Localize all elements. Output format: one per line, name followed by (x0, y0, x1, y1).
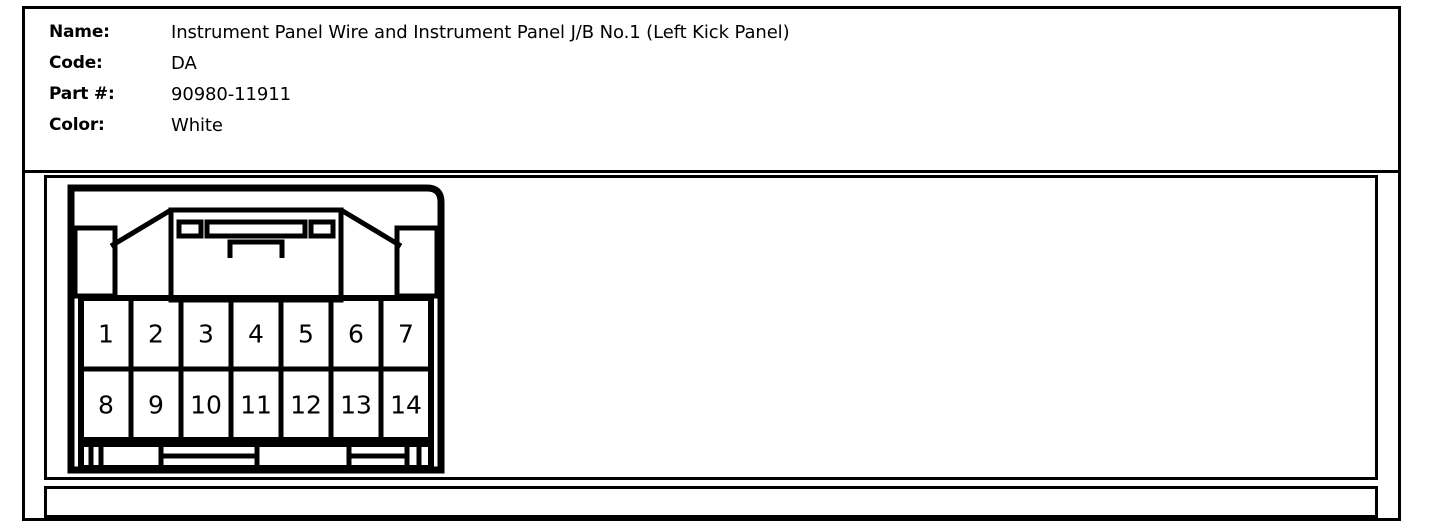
latch-center-tab (227, 239, 285, 258)
spec-header: Name: Instrument Panel Wire and Instrumen… (25, 9, 1398, 170)
pin-label-14: 14 (390, 391, 422, 420)
spec-label-code: Code: (49, 53, 103, 73)
pin-label-10: 10 (190, 391, 222, 420)
bottom-strip-panel (44, 486, 1378, 518)
spec-row-part-number: Part #: 90980-11911 (49, 84, 291, 110)
pin-label-5: 5 (298, 320, 314, 349)
pin-label-9: 9 (148, 391, 164, 420)
connector-left-shoulder (109, 207, 173, 249)
pin-label-12: 12 (290, 391, 322, 420)
pin-label-13: 13 (340, 391, 372, 420)
spec-row-color: Color: White (49, 115, 223, 141)
spec-label-color: Color: (49, 115, 105, 135)
pin-label-11: 11 (240, 391, 272, 420)
connector-right-shoulder (339, 207, 403, 249)
pin-label-7: 7 (398, 320, 414, 349)
pin-label-1: 1 (98, 320, 114, 349)
connector-outer-shell (67, 184, 445, 474)
pin-label-2: 2 (148, 320, 164, 349)
spec-row-code: Code: DA (49, 53, 197, 79)
pin-label-6: 6 (348, 320, 364, 349)
latch-right-pad (308, 219, 336, 239)
spec-row-name: Name: Instrument Panel Wire and Instrumen… (49, 22, 790, 48)
spec-label-name: Name: (49, 22, 110, 42)
spec-value-color: White (171, 115, 223, 136)
pin-label-8: 8 (98, 391, 114, 420)
header-divider (22, 170, 1401, 173)
latch-center-bar (204, 219, 308, 239)
latch-left-pad (176, 219, 204, 239)
spec-value-code: DA (171, 53, 197, 74)
pin-label-3: 3 (198, 320, 214, 349)
pin-label-4: 4 (248, 320, 264, 349)
connector-right-notch (394, 225, 440, 299)
connector-diagram-panel: 1 2 3 4 5 6 7 8 9 10 11 12 13 14 (44, 175, 1378, 480)
spec-label-part-number: Part #: (49, 84, 115, 104)
spec-value-part-number: 90980-11911 (171, 84, 291, 105)
connector-illustration: 1 2 3 4 5 6 7 8 9 10 11 12 13 14 (67, 180, 457, 478)
spec-value-name: Instrument Panel Wire and Instrument Pan… (171, 22, 790, 43)
connector-left-notch (72, 225, 118, 299)
connector-data-sheet: Name: Instrument Panel Wire and Instrumen… (22, 6, 1401, 521)
